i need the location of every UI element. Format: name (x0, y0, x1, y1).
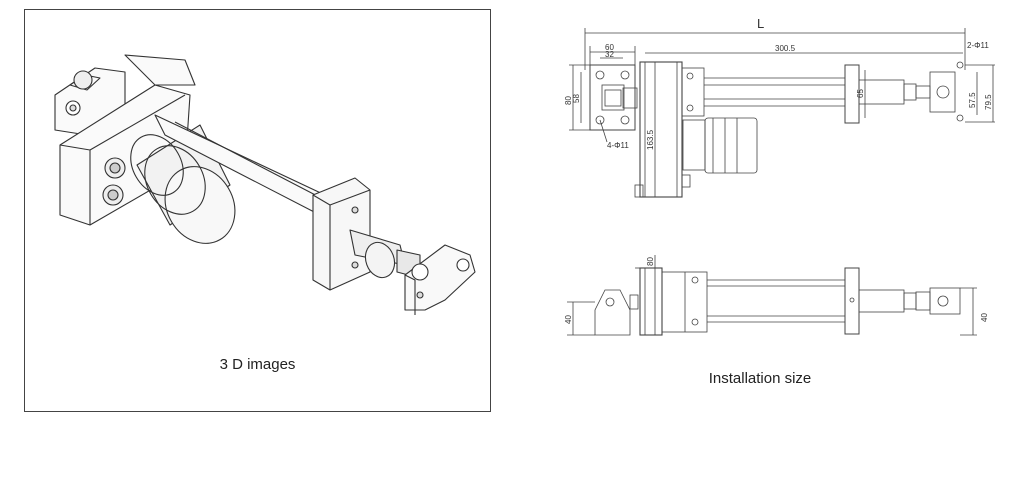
caption-3d-images: 3 D images (219, 356, 296, 373)
label-40-right: 40 (980, 313, 989, 322)
label-58: 58 (572, 94, 581, 103)
label-4-phi11: 4-Φ11 (607, 141, 629, 150)
top-view-labels: L 60 32 300.5 2-Φ11 80 58 163.5 65 57.5 … (564, 16, 993, 150)
installation-drawing: L 60 32 300.5 2-Φ11 80 58 163.5 65 57.5 … (564, 16, 995, 336)
caption-installation-size: Installation size (708, 370, 812, 387)
panel-3d-image: 3 D images (24, 9, 491, 412)
label-32: 32 (605, 50, 614, 59)
label-163-5: 163.5 (646, 129, 655, 150)
label-57-5: 57.5 (968, 92, 977, 108)
label-40-left: 40 (564, 315, 573, 324)
label-65: 65 (856, 89, 865, 98)
mount-nuts (73, 70, 126, 206)
top-view (569, 28, 995, 198)
label-300-5: 300.5 (775, 44, 796, 53)
label-80-top: 80 (564, 96, 573, 105)
label-79-5: 79.5 (984, 94, 993, 110)
actuator-3d-drawing (54, 54, 476, 315)
label-80-side: 80 (646, 257, 655, 266)
label-L: L (757, 16, 764, 31)
label-60: 60 (605, 43, 614, 52)
side-view-labels: 80 40 40 (564, 257, 989, 324)
label-2-phi11: 2-Φ11 (967, 41, 989, 50)
side-view (567, 255, 977, 336)
